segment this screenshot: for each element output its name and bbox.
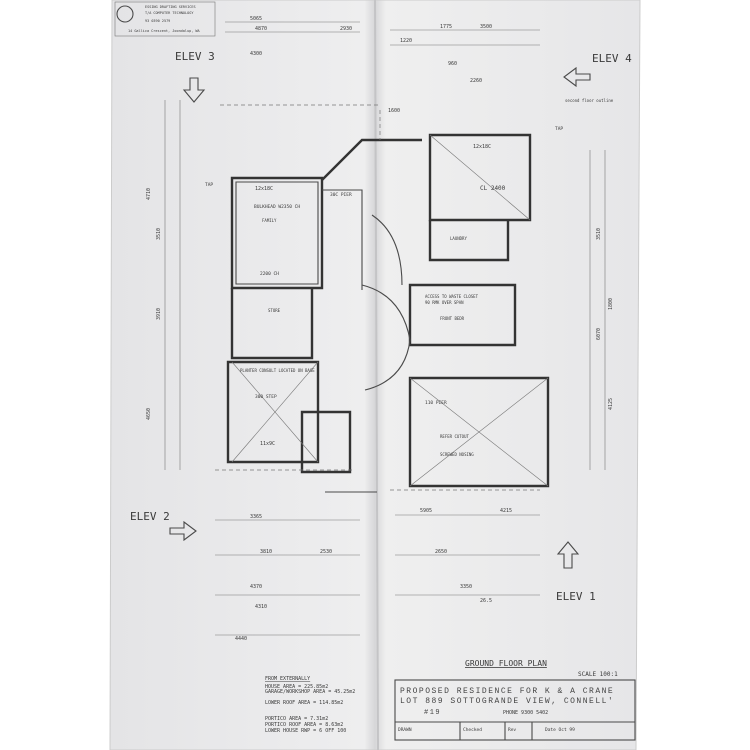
scale-label: SCALE 100:1 [578, 671, 618, 678]
svg-text:3910: 3910 [156, 308, 162, 320]
svg-text:3510: 3510 [156, 228, 162, 240]
svg-text:LAUNDRY: LAUNDRY [450, 236, 467, 241]
svg-text:2650: 2650 [435, 549, 447, 555]
svg-text:93 0390 2579: 93 0390 2579 [145, 19, 170, 23]
svg-text:90 RMK OVER SPAN: 90 RMK OVER SPAN [425, 300, 464, 305]
svg-text:BULKHEAD W2350 CH: BULKHEAD W2350 CH [254, 204, 300, 210]
svg-text:ESSING DRAFTING SERVICES: ESSING DRAFTING SERVICES [145, 5, 196, 9]
svg-text:Rev: Rev [508, 727, 516, 733]
svg-text:second floor outline: second floor outline [565, 98, 614, 103]
paper-sheet [109, 0, 641, 750]
svg-text:1775: 1775 [440, 24, 452, 30]
svg-text:LOWER ROOF AREA = 114.85m2: LOWER ROOF AREA = 114.85m2 [265, 700, 343, 706]
svg-text:PORTICO ROOF AREA = 8.63m2: PORTICO ROOF AREA = 8.63m2 [265, 722, 343, 728]
svg-text:11x9C: 11x9C [260, 441, 275, 447]
svg-text:#19: #19 [424, 709, 441, 717]
svg-text:PLANTER CONSULT LOCATED ON BAS: PLANTER CONSULT LOCATED ON BASE [240, 368, 315, 373]
svg-text:PORTICO AREA = 7.31m2: PORTICO AREA = 7.31m2 [265, 716, 328, 722]
drafter-stamp: ESSING DRAFTING SERVICES T/A COMPUTER TE… [114, 1, 216, 37]
svg-text:4300: 4300 [250, 51, 262, 57]
svg-text:4310: 4310 [255, 604, 267, 610]
svg-text:14 Gallica Crescent, Joondalup: 14 Gallica Crescent, Joondalup, WA [128, 29, 201, 33]
svg-text:12x18C: 12x18C [255, 186, 273, 192]
svg-text:DRAWN: DRAWN [398, 727, 412, 733]
svg-text:ACCESS TO WASTE CLOSET: ACCESS TO WASTE CLOSET [425, 294, 479, 299]
svg-text:6070: 6070 [596, 328, 602, 340]
room-labels: 12x18C BULKHEAD W2350 CH FAMILY 2200 CH … [205, 98, 614, 457]
svg-text:ELEV 3: ELEV 3 [175, 50, 215, 63]
svg-text:1220: 1220 [400, 38, 412, 44]
svg-text:LOT 889 SOTTOGRANDE VIEW, CONN: LOT 889 SOTTOGRANDE VIEW, CONNELL' [400, 697, 614, 706]
svg-text:110 PIER: 110 PIER [425, 400, 447, 406]
svg-text:30C PIER: 30C PIER [330, 192, 352, 198]
svg-text:4370: 4370 [250, 584, 262, 590]
svg-text:4125: 4125 [608, 398, 614, 410]
svg-text:300 STEP: 300 STEP [255, 394, 277, 400]
svg-text:FROM EXTERNALLY: FROM EXTERNALLY [265, 676, 310, 682]
title-block: PROPOSED RESIDENCE FOR K & A CRANE LOT 8… [394, 679, 636, 741]
svg-text:HOUSE AREA = 225.85m2: HOUSE AREA = 225.85m2 [265, 684, 328, 690]
svg-text:2530: 2530 [320, 549, 332, 555]
svg-text:1800: 1800 [608, 298, 614, 310]
svg-text:960: 960 [448, 61, 457, 67]
arrow-left-icon [563, 66, 591, 88]
svg-text:3810: 3810 [260, 549, 272, 555]
arrow-up-icon [556, 541, 580, 569]
svg-text:TAP: TAP [205, 182, 213, 188]
svg-text:LOWER HOUSE RWP = 6 OFF 100: LOWER HOUSE RWP = 6 OFF 100 [265, 728, 346, 734]
arrow-right-icon [169, 520, 197, 542]
svg-text:4650: 4650 [146, 408, 152, 420]
svg-text:4215: 4215 [500, 508, 512, 514]
area-schedule: FROM EXTERNALLY HOUSE AREA = 225.85m2 GA… [265, 676, 355, 734]
svg-text:1600: 1600 [388, 108, 400, 114]
dimension-lines: 5065 4870 2930 4300 1220 1775 3500 2260 … [146, 16, 614, 642]
svg-text:5065: 5065 [250, 16, 262, 22]
svg-text:4870: 4870 [255, 26, 267, 32]
svg-text:Date Oct 99: Date Oct 99 [545, 727, 575, 733]
svg-text:3365: 3365 [250, 514, 262, 520]
svg-text:ELEV 1: ELEV 1 [556, 590, 596, 603]
svg-text:ELEV 2: ELEV 2 [130, 510, 170, 523]
svg-text:REFER CUTOUT: REFER CUTOUT [440, 434, 469, 439]
svg-text:PROPOSED RESIDENCE FOR K & A C: PROPOSED RESIDENCE FOR K & A CRANE [400, 687, 614, 696]
svg-text:STORE: STORE [268, 308, 281, 313]
plan-title: GROUND FLOOR PLAN [465, 659, 547, 668]
svg-text:2930: 2930 [340, 26, 352, 32]
svg-text:TAP: TAP [555, 126, 563, 132]
svg-text:3500: 3500 [480, 24, 492, 30]
svg-text:CL 2400: CL 2400 [480, 185, 506, 192]
svg-text:FAMILY: FAMILY [262, 218, 277, 223]
svg-text:4710: 4710 [146, 188, 152, 200]
arrow-down-icon [182, 77, 206, 103]
fold-line [374, 0, 379, 750]
svg-text:Checked: Checked [463, 727, 482, 733]
svg-text:2260: 2260 [470, 78, 482, 84]
svg-text:FRONT BEDR: FRONT BEDR [440, 316, 465, 321]
svg-text:12x18C: 12x18C [473, 144, 491, 150]
elevation-markers: ELEV 3 ELEV 4 ELEV 2 ELEV 1 [130, 50, 632, 603]
svg-text:ELEV 4: ELEV 4 [592, 52, 632, 65]
svg-text:T/A COMPUTER TECHNOLOGY: T/A COMPUTER TECHNOLOGY [145, 11, 194, 15]
svg-text:SCREWED NOSING: SCREWED NOSING [440, 452, 474, 457]
svg-text:26.5: 26.5 [480, 598, 492, 604]
svg-text:3350: 3350 [460, 584, 472, 590]
svg-text:3510: 3510 [596, 228, 602, 240]
svg-text:4440: 4440 [235, 636, 247, 642]
walls [215, 104, 550, 493]
svg-text:GARAGE/WORKSHOP AREA = 45.25m2: GARAGE/WORKSHOP AREA = 45.25m2 [265, 689, 355, 695]
svg-text:2200 CH: 2200 CH [260, 271, 279, 277]
svg-text:PHONE 9300 5402: PHONE 9300 5402 [503, 710, 548, 716]
svg-text:5905: 5905 [420, 508, 432, 514]
